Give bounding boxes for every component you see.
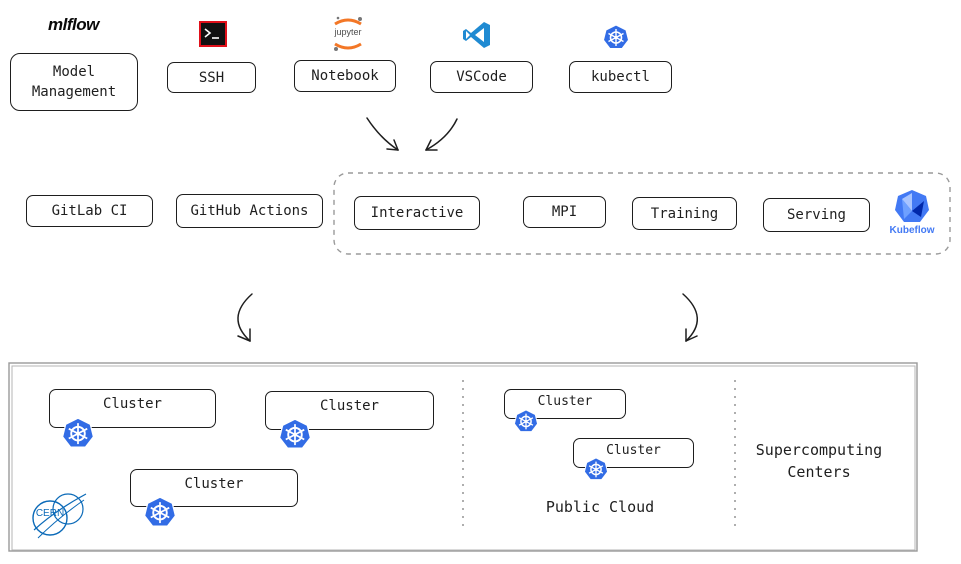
mlflow-logo: mlflow xyxy=(48,15,110,37)
cluster-label: Cluster xyxy=(102,396,162,412)
jupyter-logo-text: jupyter xyxy=(334,27,362,37)
gitlab-ci-label: GitLab CI xyxy=(51,203,128,219)
mpi-label: MPI xyxy=(551,204,578,220)
notebook-label: Notebook xyxy=(311,68,379,84)
arrow-down-left xyxy=(237,293,253,342)
kubeflow-logo-text: Kubeflow xyxy=(889,225,935,236)
kubernetes-icon-cloud-1 xyxy=(513,409,539,433)
vscode-icon xyxy=(462,20,492,50)
kubeflow-logo-icon: Kubeflow xyxy=(888,189,936,239)
kubeflow-group-border xyxy=(333,172,951,255)
kubernetes-icon-cloud-2 xyxy=(583,457,609,481)
cluster-label: Cluster xyxy=(537,394,593,409)
cern-logo-text: CERN xyxy=(35,508,65,519)
infrastructure-frame xyxy=(8,362,918,552)
notebook-box[interactable]: Notebook xyxy=(294,60,396,92)
github-actions-box[interactable]: GitHub Actions xyxy=(176,194,323,228)
vscode-label: VSCode xyxy=(456,69,507,85)
mpi-box[interactable]: MPI xyxy=(523,196,606,228)
cluster-label: Cluster xyxy=(606,443,661,458)
interactive-label: Interactive xyxy=(370,205,464,221)
arrow-tools-left xyxy=(366,117,399,151)
ssh-box[interactable]: SSH xyxy=(167,62,256,93)
vscode-box[interactable]: VSCode xyxy=(430,61,533,93)
model-management-label: Model Management xyxy=(31,64,117,100)
training-label: Training xyxy=(650,205,719,222)
jupyter-icon: jupyter xyxy=(329,14,367,54)
kubernetes-icon-cluster-1 xyxy=(61,417,95,449)
terminal-icon xyxy=(199,21,227,47)
infrastructure-frame-inner xyxy=(11,365,916,551)
cern-logo-icon: CERN xyxy=(28,488,88,544)
kubernetes-icon-kubectl xyxy=(602,24,630,50)
kubectl-label: kubectl xyxy=(590,69,650,85)
interactive-box[interactable]: Interactive xyxy=(354,196,480,230)
mlflow-logo-text: mlflow xyxy=(48,15,99,34)
arrow-down-right xyxy=(682,293,698,342)
arrow-tools-right xyxy=(425,118,458,151)
supercomputing-centers-label: Supercomputing Centers xyxy=(755,441,883,481)
gitlab-ci-box[interactable]: GitLab CI xyxy=(26,195,153,227)
serving-box[interactable]: Serving xyxy=(763,198,870,232)
kubectl-box[interactable]: kubectl xyxy=(569,61,672,93)
model-management-box[interactable]: Model Management xyxy=(10,53,138,111)
public-cloud-label: Public Cloud xyxy=(545,498,655,516)
serving-label: Serving xyxy=(786,207,846,223)
training-box[interactable]: Training xyxy=(632,197,737,230)
kubernetes-icon-cluster-3 xyxy=(143,496,177,528)
ssh-label: SSH xyxy=(198,69,225,86)
github-actions-label: GitHub Actions xyxy=(190,203,309,219)
cern-cluster-2[interactable]: Cluster xyxy=(265,391,434,430)
cluster-label: Cluster xyxy=(319,398,379,414)
kubernetes-icon-cluster-2 xyxy=(278,418,312,450)
cluster-label: Cluster xyxy=(184,476,244,492)
